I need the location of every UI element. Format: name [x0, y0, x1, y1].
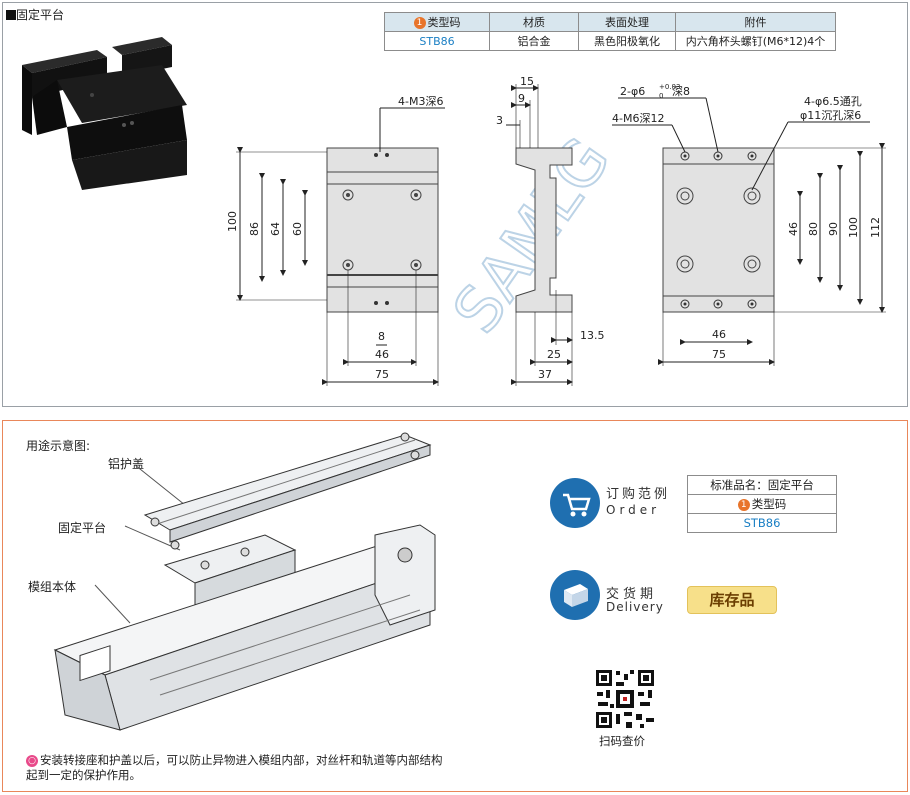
cell-type-code: STB86 — [384, 31, 490, 51]
order-badge-icon: 1 — [737, 498, 750, 511]
front-dim-86: 86 — [248, 222, 261, 236]
side-dim-13-5: 13.5 — [580, 329, 605, 342]
order-header: 标准品名：固定平台 — [687, 475, 837, 495]
front-dim-46: 46 — [375, 348, 389, 361]
side-dim-15: 15 — [520, 75, 534, 88]
assembly-illustration — [53, 432, 436, 731]
label-body: 模组本体 — [28, 580, 77, 594]
usage-heading: 用途示意图: — [26, 439, 91, 453]
label-cover: 铝护盖 — [108, 457, 145, 471]
top-dim-112: 112 — [869, 217, 882, 238]
top-dim-w75: 75 — [712, 348, 726, 361]
top-tap-label: 4-M6深12 — [612, 112, 664, 125]
product-photo — [22, 37, 187, 190]
cart-icon — [550, 478, 600, 528]
header-accessory: 附件 — [675, 12, 836, 32]
cell-accessory: 内六角杯头螺钉(M6*12)4个 — [675, 31, 836, 51]
side-view — [506, 84, 573, 386]
top-dim-80: 80 — [807, 222, 820, 236]
cell-surface: 黑色阳极氧化 — [578, 31, 676, 51]
front-tap-label: 4-M3深6 — [398, 95, 443, 108]
side-dim-25: 25 — [547, 348, 561, 361]
delivery-box-icon — [550, 570, 600, 620]
technical-drawing: SAMLG 4-M3深6 100 86 64 — [226, 75, 886, 386]
spec-panel — [2, 2, 908, 407]
badge-icon: 1 — [413, 17, 426, 29]
usage-note: ○安装转接座和护盖以后，可以防止异物进入模组内部，对丝杆和轨道等内部结构起到一定… — [26, 753, 446, 783]
spec-table-row: STB86 铝合金 黑色阳极氧化 内六角杯头螺钉(M6*12)4个 — [384, 31, 836, 51]
delivery-title: 交货期 — [606, 587, 658, 602]
usage-panel — [2, 420, 908, 792]
front-dim-60: 60 — [291, 222, 304, 236]
front-view — [236, 107, 445, 386]
front-dim-8: 8 — [378, 330, 385, 343]
top-view — [612, 97, 886, 366]
order-title: 订购范例 — [606, 487, 671, 502]
qr-caption: 扫码查价 — [599, 734, 645, 748]
side-dim-9: 9 — [518, 92, 525, 105]
side-dim-37: 37 — [538, 368, 552, 381]
top-dim-100: 100 — [847, 217, 860, 238]
top-pin-tol-lower: 0 — [659, 92, 663, 100]
top-pin-label: 2-φ6 — [620, 85, 645, 98]
stock-badge: 库存品 — [687, 586, 777, 614]
top-dim-46: 46 — [787, 222, 800, 236]
order-value: STB86 — [687, 513, 837, 533]
top-pin-depth: 深8 — [672, 85, 690, 98]
front-dim-100: 100 — [226, 211, 239, 232]
top-through-label: 4-φ6.5通孔 — [804, 95, 862, 108]
side-dim-3: 3 — [496, 114, 503, 127]
top-cbore-label: φ11沉孔深6 — [800, 109, 861, 122]
label-platform: 固定平台 — [58, 521, 107, 535]
product-title-row: 固定平台 — [6, 6, 64, 23]
order-subtitle: Order — [606, 503, 661, 517]
front-dim-75: 75 — [375, 368, 389, 381]
cell-material: 铝合金 — [489, 31, 579, 51]
header-material: 材质 — [489, 12, 579, 32]
qr-code[interactable] — [594, 668, 656, 730]
top-pin-tol-upper: +0.03 — [659, 83, 680, 91]
usage-note-text: 安装转接座和护盖以后，可以防止异物进入模组内部，对丝杆和轨道等内部结构起到一定的… — [26, 753, 443, 782]
header-surface: 表面处理 — [578, 12, 676, 32]
delivery-subtitle: Delivery — [606, 600, 664, 614]
top-dim-w46: 46 — [712, 328, 726, 341]
note-badge-icon: ○ — [26, 754, 38, 767]
top-dim-90: 90 — [827, 222, 840, 236]
title-square-icon — [6, 10, 16, 20]
product-title: 固定平台 — [16, 8, 65, 22]
front-dim-64: 64 — [269, 222, 282, 236]
